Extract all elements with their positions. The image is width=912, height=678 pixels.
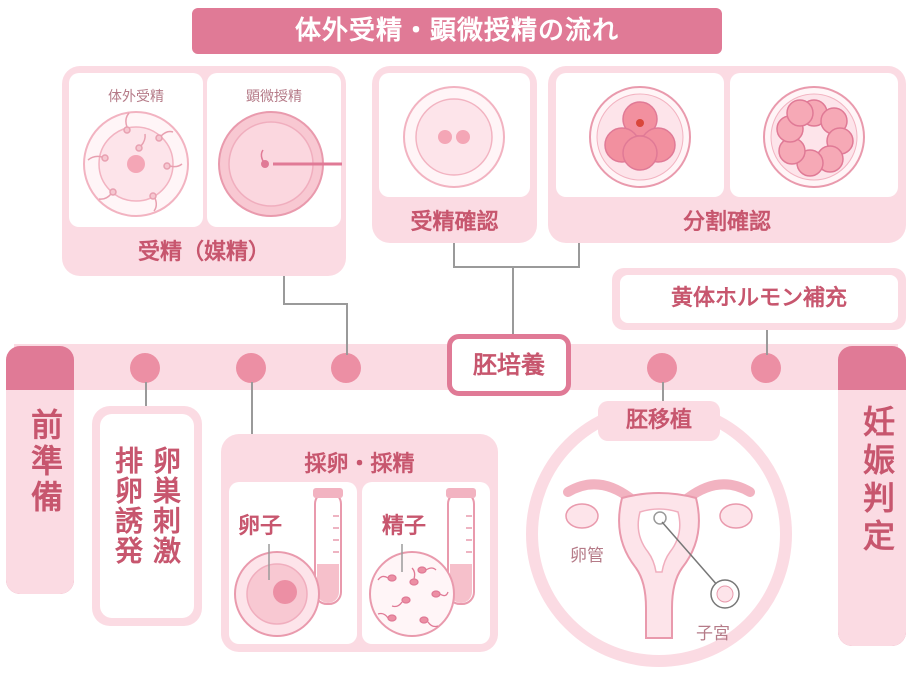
connector-retrieval: [251, 382, 253, 434]
connector-luteal: [766, 329, 768, 355]
eight-cell-embryo-illustration: [763, 86, 865, 188]
fallopian-tube-label: 卵管: [570, 546, 604, 566]
luteal-support-label: 黄体ホルモン補充: [620, 275, 898, 323]
connector-checks: [578, 243, 580, 267]
connector-fertilization: [283, 275, 285, 305]
sperm-retrieval-illustration: [369, 488, 476, 637]
embryo-culture-label: 胚培養: [473, 351, 545, 379]
pregnancy-test-inner: [838, 390, 906, 646]
connector-checks: [512, 266, 514, 336]
ovulation-inner: [100, 414, 194, 618]
ovarian-stimulation-label: 卵巣刺激: [149, 446, 182, 566]
ivf-label: 体外受精: [108, 89, 164, 105]
timeline-dot-fertilization: [331, 353, 361, 383]
preparation-inner: [6, 390, 74, 594]
timeline-dot-luteal: [751, 353, 781, 383]
connector-checks: [453, 266, 580, 268]
uterus-illustration: [563, 479, 755, 639]
page-title: 体外受精・顕微授精の流れ: [192, 8, 722, 54]
ovulation-induction-label: 排卵誘発: [111, 446, 144, 566]
ivf-egg-illustration: [83, 111, 189, 217]
egg-label: 卵子: [238, 514, 283, 539]
fertilization-caption: 受精（媒精）: [137, 240, 270, 265]
connector-checks: [453, 243, 455, 267]
connector-fertilization: [346, 303, 348, 355]
zygote-illustration: [403, 86, 505, 188]
retrieval-title: 採卵・採精: [304, 452, 415, 477]
timeline-dot-ovulation: [130, 353, 160, 383]
connector-transfer: [662, 382, 664, 404]
transfer-title: 胚移植: [598, 401, 720, 441]
timeline-dot-transfer: [647, 353, 677, 383]
icsi-label: 顕微授精: [246, 89, 302, 105]
connector-ovulation: [145, 382, 147, 406]
egg-retrieval-illustration: [234, 488, 343, 637]
sperm-label: 精子: [382, 514, 427, 539]
uterus-label: 子宮: [696, 624, 730, 644]
four-cell-embryo-illustration: [589, 86, 691, 188]
pregnancy-test-label: 妊娠判定: [858, 405, 896, 557]
fertilization-check-caption: 受精確認: [410, 210, 499, 235]
preparation-label: 前準備: [26, 408, 64, 516]
connector-fertilization: [283, 303, 348, 305]
cleavage-check-caption: 分割確認: [682, 210, 771, 235]
icsi-egg-illustration: [218, 111, 342, 217]
timeline-dot-retrieval: [236, 353, 266, 383]
embryo-culture-box: 胚培養: [447, 334, 571, 396]
